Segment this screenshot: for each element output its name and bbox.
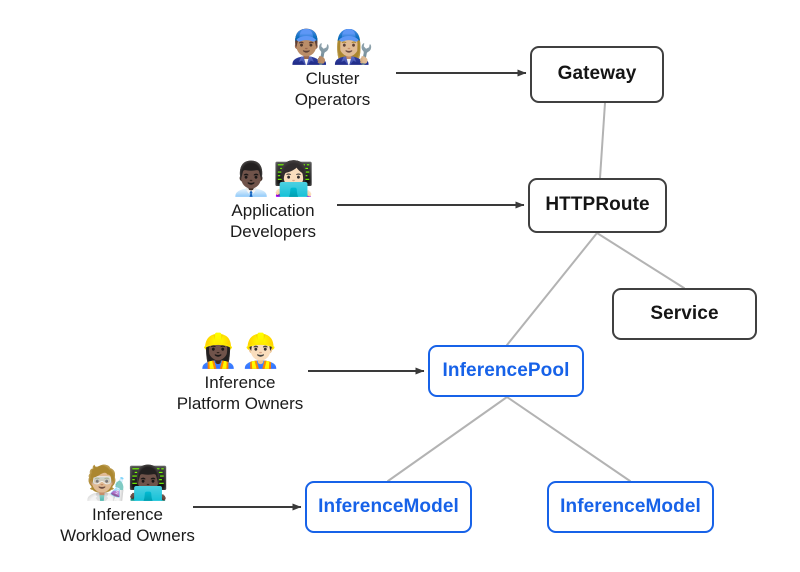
node-label-service: Service: [650, 302, 719, 324]
persona-label-cluster-operators: Cluster Operators: [294, 68, 371, 109]
node-httproute[interactable]: HTTPRoute: [528, 178, 667, 233]
persona-label-inference-workload-owners: Inference Workload Owners: [60, 504, 195, 545]
node-label-inferencepool: InferencePool: [442, 359, 570, 381]
persona-label-application-developers: Application Developers: [230, 200, 316, 241]
edge-httproute-inferencepool: [506, 232, 598, 346]
node-label-inferencemodel-right: InferenceModel: [560, 495, 701, 517]
edge-inferencepool-model-right: [506, 396, 631, 482]
persona-inference-workload-owners: 🧑🏼‍🔬👨🏿‍💻Inference Workload Owners: [40, 463, 215, 546]
node-gateway[interactable]: Gateway: [530, 46, 664, 103]
node-service[interactable]: Service: [612, 288, 757, 340]
persona-application-developers: 👨🏿‍💼👩🏻‍💻Application Developers: [208, 159, 338, 242]
node-label-inferencemodel-left: InferenceModel: [318, 495, 459, 517]
persona-inference-platform-owners: 👷🏿‍♀️👷🏻‍♂️Inference Platform Owners: [160, 331, 320, 414]
edge-gateway-httproute: [599, 102, 606, 179]
persona-label-inference-platform-owners: Inference Platform Owners: [176, 372, 304, 413]
node-inferencemodel-left[interactable]: InferenceModel: [305, 481, 472, 533]
construction-worker-woman-icon-construction-worker-man-icon: 👷🏿‍♀️👷🏻‍♂️: [197, 331, 283, 370]
persona-cluster-operators: 👨🏽‍🔧👩🏼‍🔧Cluster Operators: [270, 27, 395, 110]
edge-inferencepool-model-left: [387, 396, 508, 482]
mechanic-man-icon-mechanic-woman-icon: 👨🏽‍🔧👩🏼‍🔧: [290, 27, 375, 66]
node-label-gateway: Gateway: [557, 63, 637, 85]
node-label-httproute: HTTPRoute: [545, 194, 650, 216]
office-worker-man-icon-technologist-woman-icon: 👨🏿‍💼👩🏻‍💻: [230, 159, 316, 198]
node-inferencepool[interactable]: InferencePool: [428, 345, 584, 397]
persona-arrow-lines: [193, 69, 527, 511]
scientist-icon-technologist-man-icon: 🧑🏼‍🔬👨🏿‍💻: [85, 463, 170, 502]
node-inferencemodel-right[interactable]: InferenceModel: [547, 481, 714, 533]
edge-httproute-service: [596, 232, 685, 289]
